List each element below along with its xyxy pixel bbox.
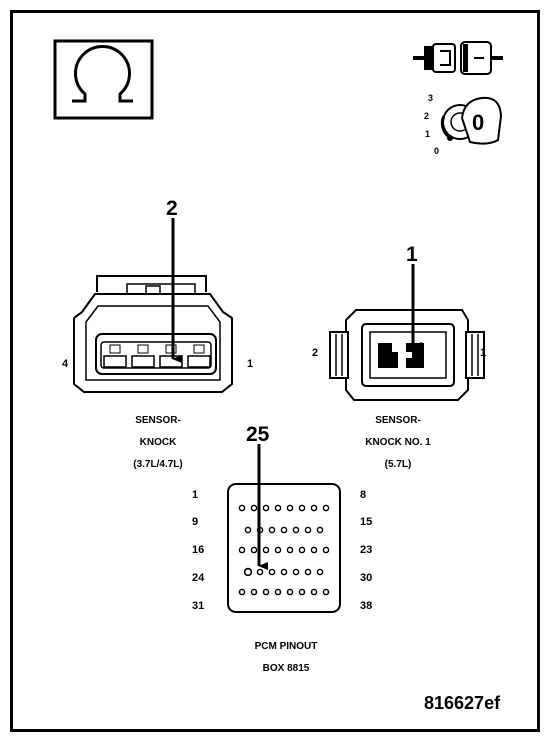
- figure-frame: [10, 10, 540, 732]
- pcm-pin: [310, 504, 318, 512]
- connector1-pin-left: 4: [62, 358, 69, 370]
- pcm-pin: [292, 526, 300, 534]
- pcm-pin: [316, 526, 324, 534]
- pcm-connector-box: [227, 483, 341, 613]
- knock-sensor-connector-4pin: [73, 275, 233, 393]
- pcm-pin: [322, 504, 330, 512]
- pcm-left-number-31: 31: [192, 600, 205, 612]
- pcm-caption: PCM PINOUT BOX 8815: [224, 636, 348, 680]
- pcm-pin: [274, 504, 282, 512]
- pcm-caption-line1: PCM PINOUT: [254, 641, 318, 652]
- connector2-caption-line3: (5.7L): [384, 459, 412, 470]
- pcm-pin-grid: [238, 504, 330, 596]
- connector2-caption-line2: KNOCK NO. 1: [365, 437, 431, 448]
- callout-2-label: 2: [166, 197, 178, 220]
- pcm-right-number-38: 38: [360, 600, 373, 612]
- knock-sensor-connector-2pin: [329, 309, 485, 401]
- ignition-scale-2: 2: [424, 111, 430, 121]
- pcm-pin: [244, 526, 252, 534]
- cavity-1: [187, 344, 211, 368]
- pcm-right-number-23: 23: [360, 544, 373, 556]
- ignition-scale-1: 1: [425, 129, 431, 139]
- pcm-left-number-16: 16: [192, 544, 205, 556]
- pcm-pin-25: [243, 567, 253, 577]
- connector1-caption-line2: KNOCK: [139, 437, 177, 448]
- pcm-pin: [304, 568, 312, 576]
- pcm-pin: [292, 568, 300, 576]
- pcm-pin: [298, 504, 306, 512]
- pcm-right-number-15: 15: [360, 516, 373, 528]
- connector1-caption-line3: (3.7L/4.7L): [133, 459, 183, 470]
- pcm-pin: [250, 546, 258, 554]
- ignition-key-label: 0: [472, 110, 485, 135]
- pcm-left-number-9: 9: [192, 516, 199, 528]
- ignition-off-icon: [440, 96, 503, 145]
- connector1-pin-right: 1: [247, 358, 254, 370]
- pcm-pin: [262, 504, 270, 512]
- pcm-pin: [298, 588, 306, 596]
- pcm-pin: [280, 526, 288, 534]
- pcm-pin: [310, 588, 318, 596]
- pcm-pin: [274, 546, 282, 554]
- callout-25-label: 25: [246, 423, 270, 446]
- pcm-left-number-24: 24: [192, 572, 205, 584]
- ignition-scale-3: 3: [428, 93, 434, 103]
- pcm-left-number-1: 1: [192, 489, 199, 501]
- pcm-pin: [316, 568, 324, 576]
- pcm-pin: [286, 546, 294, 554]
- pcm-pin: [250, 504, 258, 512]
- pcm-pin: [286, 504, 294, 512]
- connector2-pin-right: 1: [480, 347, 487, 359]
- pcm-pin: [268, 568, 276, 576]
- pcm-pin: [286, 588, 294, 596]
- cavity-4: [103, 344, 127, 368]
- disconnect-connector-icon: [413, 41, 503, 75]
- cavity-2: [159, 344, 183, 368]
- pcm-pin: [322, 546, 330, 554]
- pcm-pin: [322, 588, 330, 596]
- pcm-pin: [250, 588, 258, 596]
- pcm-pin: [238, 504, 246, 512]
- connector2-caption: SENSOR- KNOCK NO. 1 (5.7L): [340, 410, 456, 476]
- pcm-pin: [268, 526, 276, 534]
- pcm-pin: [262, 588, 270, 596]
- pcm-pin: [310, 546, 318, 554]
- pcm-right-number-30: 30: [360, 572, 373, 584]
- connector1-caption-line1: SENSOR-: [135, 415, 181, 426]
- connector2-pin-left: 2: [312, 347, 319, 359]
- pcm-pin: [262, 546, 270, 554]
- callout-1-label: 1: [406, 243, 418, 266]
- pcm-pin: [238, 546, 246, 554]
- cavity-3: [131, 344, 155, 368]
- ignition-scale-0: 0: [434, 146, 440, 156]
- connector1-caption: SENSOR- KNOCK (3.7L/4.7L): [106, 410, 210, 476]
- ohm-symbol-icon: [53, 39, 154, 120]
- pcm-pin: [298, 546, 306, 554]
- pcm-pin: [304, 526, 312, 534]
- pcm-caption-line2: BOX 8815: [262, 663, 310, 674]
- pcm-pin: [274, 588, 282, 596]
- pcm-pin: [238, 588, 246, 596]
- pcm-right-number-8: 8: [360, 489, 367, 501]
- pcm-pin: [280, 568, 288, 576]
- figure-id: 816627ef: [424, 693, 501, 713]
- connector2-caption-line1: SENSOR-: [375, 415, 421, 426]
